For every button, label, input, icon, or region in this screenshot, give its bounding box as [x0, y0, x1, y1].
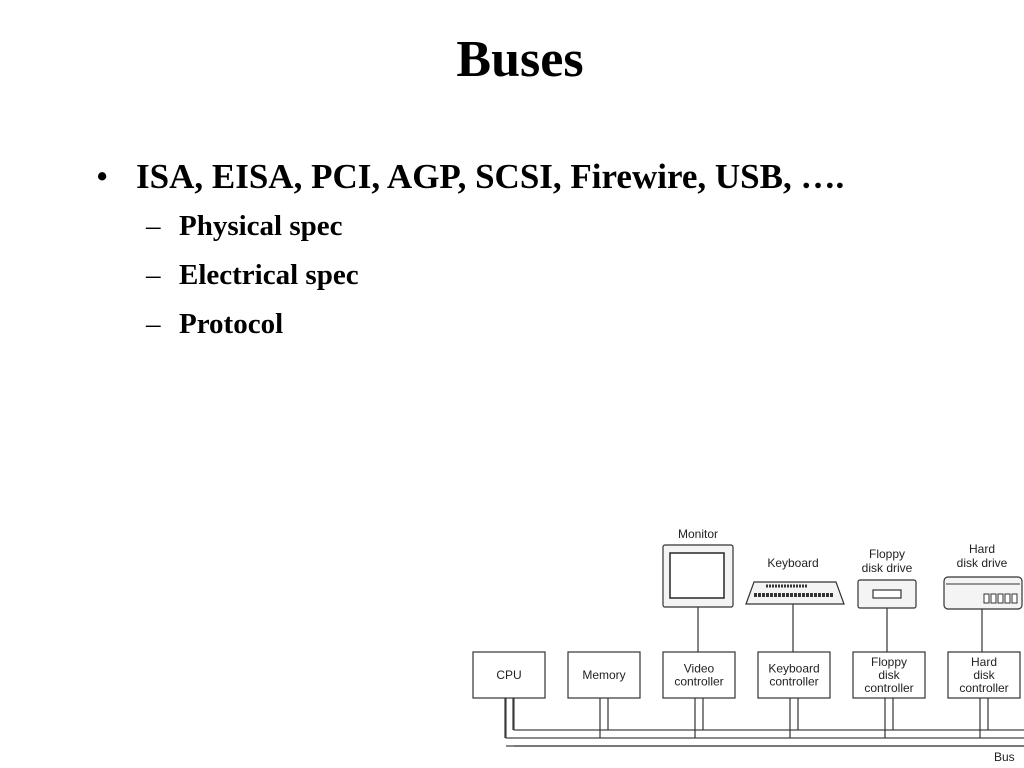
sub-bullet-text: Electrical spec: [179, 259, 359, 291]
bullet-marker: •: [96, 157, 109, 196]
controller-label: disk: [973, 668, 995, 682]
hard-disk-light: [997, 593, 1004, 604]
hard-disk-label-line1: Hard: [969, 542, 995, 556]
controller-label: controller: [959, 681, 1008, 695]
keyboard-device: Keyboard: [745, 556, 845, 652]
dash-marker: –: [146, 210, 161, 242]
controller-label: CPU: [496, 668, 521, 682]
controller-box: [852, 651, 926, 699]
slide-title: Buses: [456, 31, 584, 88]
controller-box: [757, 651, 831, 699]
bus-rail-lower: [513, 698, 1024, 731]
bullet-item: • ISA, EISA, PCI, AGP, SCSI, Firewire, US…: [96, 152, 844, 202]
controller-box: [567, 651, 641, 699]
monitor-device: Monitor: [662, 527, 734, 652]
controller-label: Video: [684, 662, 715, 676]
hard-disk-lights: [983, 593, 1018, 604]
floppy-label-line1: Floppy: [869, 547, 905, 561]
hard-disk-light: [1004, 593, 1011, 604]
hard-disk-label-line2: disk drive: [957, 556, 1008, 570]
hard-disk-light: [983, 593, 990, 604]
monitor-label: Monitor: [678, 527, 718, 541]
floppy-label-line2: disk drive: [862, 561, 913, 575]
controller-label: Keyboard: [768, 662, 819, 676]
keyboard-label: Keyboard: [767, 556, 818, 570]
sub-bullet-item: –Protocol: [146, 300, 844, 349]
controller-label: controller: [864, 681, 913, 695]
controller-label: Memory: [582, 668, 625, 682]
controller-box: [472, 651, 546, 699]
controller-label: Hard: [971, 655, 997, 669]
hard-disk-light: [1011, 593, 1018, 604]
sub-bullet-list: –Physical spec –Electrical spec –Protoco…: [96, 202, 844, 349]
controller-box: [662, 651, 736, 699]
floppy-slot: [872, 589, 902, 599]
sub-bullet-item: –Electrical spec: [146, 251, 844, 300]
hard-disk-body: [943, 576, 1023, 610]
controller-label: Floppy: [871, 655, 907, 669]
controller-label: disk: [878, 668, 900, 682]
controller-label: controller: [674, 675, 723, 689]
bus-label: Bus: [994, 750, 1015, 764]
sub-bullet-text: Protocol: [179, 308, 284, 340]
bullet-list: • ISA, EISA, PCI, AGP, SCSI, Firewire, US…: [96, 152, 844, 349]
sub-bullet-item: –Physical spec: [146, 202, 844, 251]
monitor-screen: [669, 552, 725, 599]
hard-disk-device: Hard disk drive: [943, 542, 1023, 652]
sub-bullet-text: Physical spec: [179, 210, 343, 242]
dash-marker: –: [146, 308, 161, 340]
hard-disk-light: [990, 593, 997, 604]
bus-rail-upper: [505, 698, 1024, 739]
dash-marker: –: [146, 259, 161, 291]
bullet-text: ISA, EISA, PCI, AGP, SCSI, Firewire, USB…: [136, 157, 845, 196]
floppy-drive-device: Floppy disk drive: [857, 547, 917, 652]
controller-label: controller: [769, 675, 818, 689]
controller-box: [947, 651, 1021, 699]
